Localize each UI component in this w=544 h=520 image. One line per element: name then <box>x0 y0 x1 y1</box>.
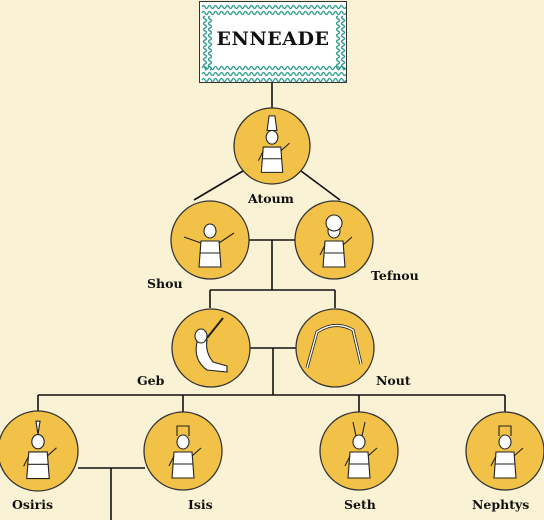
tefnou-label: Tefnou <box>371 268 419 283</box>
osiris-medallion <box>0 410 79 492</box>
connector-atoum-tefnou <box>296 167 341 201</box>
osiris-figure-icon <box>23 420 57 480</box>
tefnou-medallion <box>294 200 374 280</box>
nephtys-medallion <box>465 411 544 491</box>
nephtys-label: Nephtys <box>472 497 530 512</box>
atoum-label: Atoum <box>248 191 294 206</box>
isis-figure-icon <box>168 425 202 479</box>
seth-label: Seth <box>344 497 376 512</box>
osiris-label: Osiris <box>12 497 54 512</box>
nout-medallion <box>295 308 375 388</box>
nephthys-figure-icon <box>490 425 524 479</box>
shou-medallion <box>170 200 250 280</box>
atoum-medallion <box>233 107 311 185</box>
atum-figure-icon <box>257 115 290 173</box>
isis-label: Isis <box>188 497 213 512</box>
title-box: ENNEADE <box>199 1 347 83</box>
geb-label: Geb <box>137 373 165 388</box>
geb-medallion <box>171 308 251 388</box>
shou-label: Shou <box>147 276 183 291</box>
nout-label: Nout <box>376 373 411 388</box>
wave-border <box>201 4 346 82</box>
seth-figure-icon <box>344 421 378 479</box>
tefnut-figure-icon <box>319 214 353 268</box>
geb-figure-icon <box>194 317 228 373</box>
shu-figure-icon <box>183 223 235 268</box>
seth-medallion <box>319 411 399 491</box>
nut-figure-icon <box>305 324 363 369</box>
isis-medallion <box>143 411 223 491</box>
diagram-title: ENNEADE <box>216 28 330 50</box>
connector-atoum-shou <box>193 167 249 201</box>
